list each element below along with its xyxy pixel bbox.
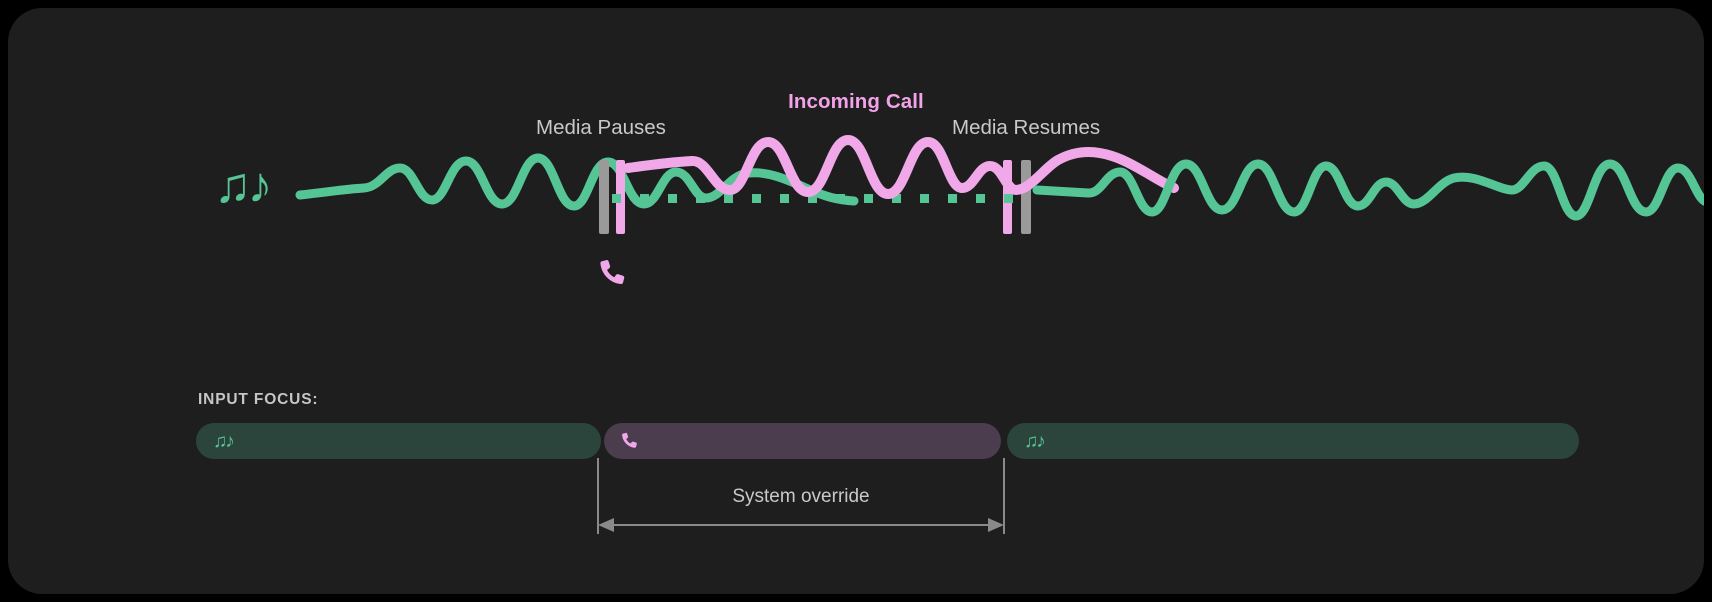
arrow-head-right: [988, 518, 1004, 532]
system-override-label: System override: [732, 486, 870, 507]
focus-bar-media-right[interactable]: ♫♪: [1007, 423, 1579, 459]
label-media-resumes: Media Resumes: [952, 116, 1101, 139]
label-media-pauses: Media Pauses: [536, 116, 666, 139]
input-focus-heading: INPUT FOCUS:: [198, 391, 319, 408]
resume-marker-gray: [1021, 160, 1031, 234]
waveform-media-after: [1032, 159, 1704, 221]
label-incoming-call: Incoming Call: [788, 90, 924, 113]
muted-media-dotted-track: [612, 194, 1013, 203]
music-note-icon: ♫♪: [213, 430, 235, 452]
focus-bar-media-left[interactable]: ♫♪: [196, 423, 601, 459]
waveform-incoming-call: [623, 135, 1179, 199]
waveform-timeline: [295, 135, 1704, 234]
arrow-head-left: [598, 518, 614, 532]
music-note-icon: ♫♪: [1024, 430, 1046, 452]
pause-marker-gray: [599, 160, 609, 234]
phone-icon: [620, 431, 641, 452]
diagram-card: Incoming Call Media Pauses Media Resumes…: [8, 8, 1704, 594]
focus-bar-call[interactable]: [604, 423, 1001, 459]
music-note-icon: ♫♪: [214, 157, 272, 213]
phone-icon: [600, 260, 625, 285]
waveform-media-before: [295, 153, 859, 211]
system-override-bracket: [597, 458, 1005, 534]
